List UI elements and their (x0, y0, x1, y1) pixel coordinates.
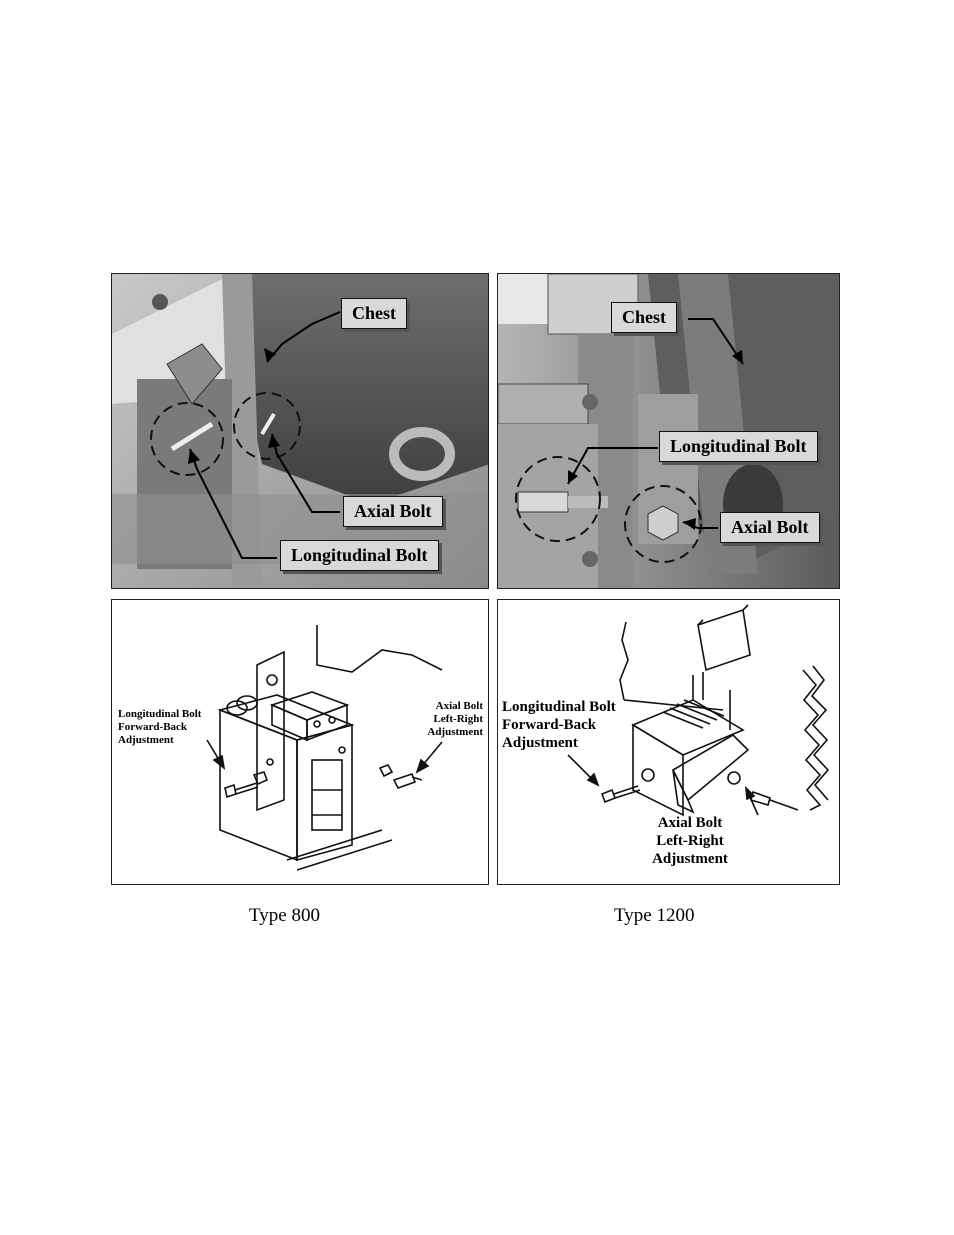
label-line: Longitudinal Bolt (502, 698, 616, 716)
type800-caption: Type 800 (249, 905, 320, 927)
chest-callout: Chest (611, 302, 677, 333)
type800-drawing-panel: Longitudinal Bolt Forward-Back Adjustmen… (111, 599, 489, 885)
axial-bolt-label: Axial Bolt Left-Right Adjustment (648, 814, 732, 868)
axial-bolt-callout: Axial Bolt (720, 512, 820, 543)
label-line: Axial Bolt (408, 700, 483, 713)
label-line: Adjustment (118, 734, 201, 747)
label-line: Longitudinal Bolt (118, 708, 201, 721)
label-line: Forward-Back (502, 716, 616, 734)
label-line: Adjustment (408, 726, 483, 739)
type1200-drawing-panel: Longitudinal Bolt Forward-Back Adjustmen… (497, 599, 840, 885)
label-line: Adjustment (648, 850, 732, 868)
type1200-photo-panel: Chest Longitudinal Bolt Axial Bolt (497, 273, 840, 589)
label-line: Axial Bolt (648, 814, 732, 832)
longitudinal-bolt-label: Longitudinal Bolt Forward-Back Adjustmen… (502, 698, 616, 752)
longitudinal-bolt-callout: Longitudinal Bolt (659, 431, 818, 462)
type800-photo-panel: Chest Axial Bolt Longitudinal Bolt (111, 273, 489, 589)
label-line: Forward-Back (118, 721, 201, 734)
type1200-caption: Type 1200 (614, 905, 694, 927)
chest-callout: Chest (341, 298, 407, 329)
label-line: Left-Right (648, 832, 732, 850)
longitudinal-bolt-callout: Longitudinal Bolt (280, 540, 439, 571)
label-line: Adjustment (502, 734, 616, 752)
longitudinal-bolt-label: Longitudinal Bolt Forward-Back Adjustmen… (118, 708, 201, 748)
label-line: Left-Right (408, 713, 483, 726)
axial-bolt-label: Axial Bolt Left-Right Adjustment (408, 700, 483, 740)
axial-bolt-callout: Axial Bolt (343, 496, 443, 527)
